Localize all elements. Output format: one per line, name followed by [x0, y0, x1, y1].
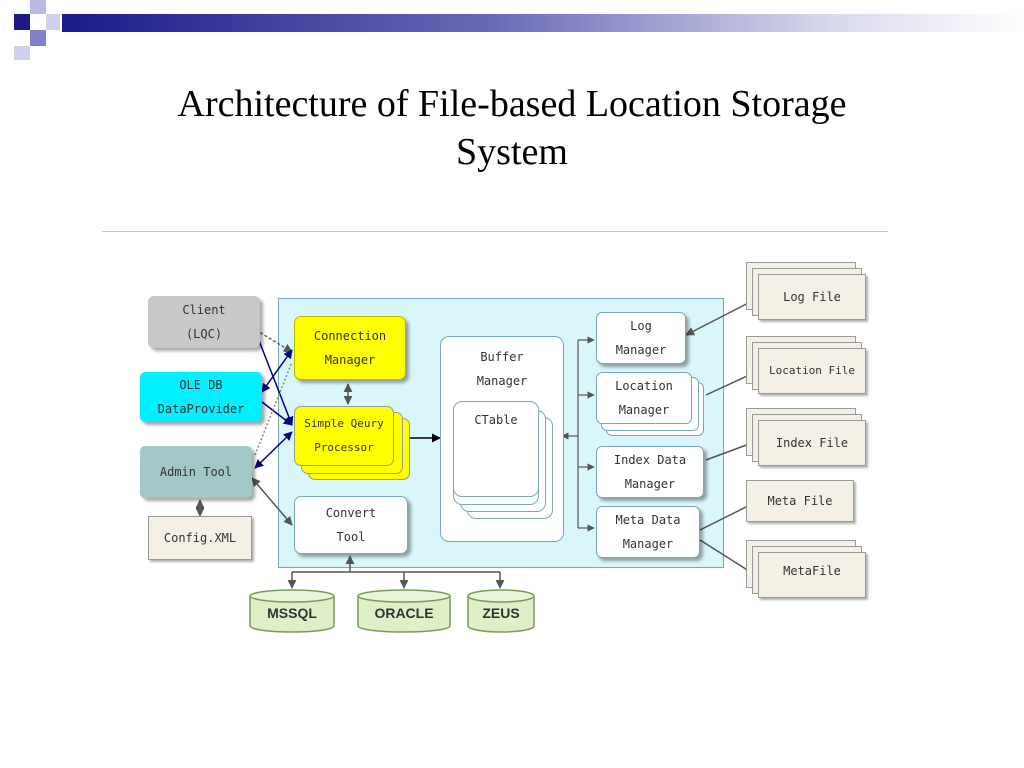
index-file-label: Index File — [775, 436, 849, 450]
ctable-label: CTable — [474, 413, 518, 427]
config-xml-note: Config.XML — [148, 516, 252, 560]
db-cylinder-mssql — [249, 589, 335, 633]
location-file-label: Location File — [768, 364, 856, 377]
db-label-zeus: ZEUS — [468, 600, 534, 626]
meta-file-table-label: MetaFile — [783, 564, 841, 578]
title-divider — [102, 231, 888, 232]
client-box: Client (LQC) — [148, 296, 260, 348]
location-manager-stack: Location Manager — [596, 372, 708, 438]
zeus-text: ZEUS — [482, 605, 520, 621]
oracle-text: ORACLE — [374, 605, 434, 621]
corner-decoration — [0, 0, 80, 64]
deco-square — [46, 14, 60, 30]
oledb-label-line1: OLE DB — [179, 378, 223, 392]
connection-manager-line2: Manager — [324, 353, 376, 367]
meta-data-manager-box: Meta Data Manager — [596, 506, 700, 558]
db-label-oracle: ORACLE — [358, 600, 450, 626]
config-xml-label: Config.XML — [163, 531, 237, 545]
index-file-note: Index File — [758, 420, 866, 466]
deco-square — [30, 30, 46, 46]
simple-query-line2: Processor — [314, 441, 374, 454]
deco-square — [14, 46, 30, 60]
log-file-label: Log File — [783, 290, 841, 304]
buffer-manager-line1: Buffer — [480, 350, 524, 364]
client-label-line1: Client — [182, 303, 226, 317]
simple-query-processor-box: Simple Qeury Processor — [294, 406, 394, 466]
client-connectors — [251, 329, 294, 526]
meta-data-manager-line2: Manager — [622, 537, 674, 551]
admin-tool-label: Admin Tool — [159, 465, 233, 479]
db-cylinder-oracle — [357, 589, 451, 633]
header-gradient-bar — [62, 14, 1024, 32]
log-manager-line1: Log — [630, 319, 652, 333]
convert-tool-line1: Convert — [325, 506, 377, 520]
location-file-stack: Location File — [746, 336, 872, 398]
db-label-mssql: MSSQL — [250, 600, 334, 626]
connection-manager-line1: Connection — [313, 329, 387, 343]
query-processor-stack: Simple Qeury Processor — [294, 406, 414, 486]
log-manager-line2: Manager — [615, 343, 667, 357]
meta-file-table-note: MetaFile — [758, 552, 866, 598]
index-data-manager-line1: Index Data — [613, 453, 687, 467]
client-label-line2: (LQC) — [185, 327, 223, 341]
slide-title: Architecture of File-based Location Stor… — [60, 80, 964, 176]
title-line-1: Architecture of File-based Location Stor… — [177, 83, 847, 125]
index-file-stack: Index File — [746, 408, 872, 470]
oledb-provider-box: OLE DB DataProvider — [140, 372, 262, 422]
location-manager-line2: Manager — [618, 403, 670, 417]
location-file-note: Location File — [758, 348, 866, 394]
meta-data-manager-line1: Meta Data — [615, 513, 681, 527]
buffer-manager-label: Buffer Manager — [441, 345, 563, 393]
log-file-stack: Log File — [746, 262, 872, 324]
buffer-manager-connectors — [561, 336, 595, 532]
deco-square — [30, 0, 46, 14]
deco-square — [14, 14, 30, 30]
db-cylinder-zeus — [467, 589, 535, 633]
meta-file-table-stack: MetaFile — [746, 540, 872, 602]
simple-query-line1: Simple Qeury — [304, 417, 384, 430]
meta-file-label: Meta File — [767, 494, 833, 508]
convert-tool-box: Convert Tool — [294, 496, 408, 554]
index-data-manager-box: Index Data Manager — [596, 446, 704, 498]
oledb-label-line2: DataProvider — [157, 402, 245, 416]
index-data-manager-line2: Manager — [624, 477, 676, 491]
log-manager-box: Log Manager — [596, 312, 686, 364]
meta-file-note: Meta File — [746, 480, 854, 522]
buffer-manager-line2: Manager — [476, 374, 528, 388]
log-file-note: Log File — [758, 274, 866, 320]
database-connectors — [287, 555, 505, 589]
location-manager-line1: Location — [615, 379, 673, 393]
connection-manager-box: Connection Manager — [294, 316, 406, 380]
mssql-text: MSSQL — [267, 605, 317, 621]
admin-tool-box: Admin Tool — [140, 446, 252, 498]
ctable-box: CTable — [453, 401, 539, 497]
location-manager-box: Location Manager — [596, 372, 692, 424]
convert-tool-line2: Tool — [336, 530, 366, 544]
title-line-2: System — [456, 131, 568, 173]
buffer-manager-box: Buffer Manager CTable — [440, 336, 564, 542]
